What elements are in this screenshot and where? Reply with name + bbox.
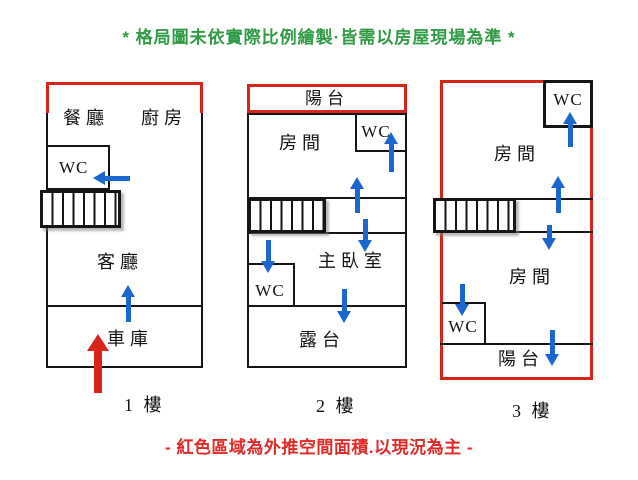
- room-label-balcony: 陽台: [305, 88, 349, 108]
- wc-door-arrow-icon: [93, 171, 130, 185]
- disclaimer-note: * 格局圖未依實際比例繪製·皆需以房屋現場為準 *: [122, 28, 516, 47]
- room-label-living: 客廳: [97, 252, 143, 272]
- staircase-icon: [248, 198, 326, 233]
- staircase-icon: [40, 190, 121, 228]
- garage-to-living-arrow-icon: [121, 285, 135, 322]
- floor-label-2f: 2 樓: [316, 396, 357, 416]
- room-label-bedroom-lower: 房間: [509, 267, 555, 287]
- floorplan-1f: 餐廳 廚房 WC 客廳 車庫: [40, 82, 203, 368]
- landing-wall-lower: [247, 232, 407, 234]
- room-label-balcony: 陽台: [498, 349, 544, 369]
- floor-label-1f: 1 樓: [124, 395, 165, 415]
- stairs-down-arrow-icon: [358, 219, 372, 252]
- exterior-wall: [247, 113, 407, 368]
- wc-lower-door-arrow-icon: [455, 284, 469, 316]
- room-label-wc-upper: WC: [553, 90, 583, 109]
- room-label-dining: 餐廳: [63, 108, 109, 128]
- room-label-wc: WC: [59, 157, 89, 177]
- extension-area-outline: [46, 82, 203, 113]
- landing-wall-upper: [247, 197, 407, 199]
- room-label-kitchen: 廚房: [141, 108, 187, 128]
- balcony-door-arrow-icon: [545, 330, 559, 366]
- balcony-partition-wall: [440, 343, 593, 345]
- stairs-up-arrow-icon: [350, 177, 364, 213]
- stairs-down-arrow-icon: [542, 225, 556, 250]
- room-label-bedroom: 房間: [279, 133, 325, 153]
- room-label-wc-lower: WC: [448, 316, 478, 336]
- room-label-bedroom-upper: 房間: [494, 144, 540, 164]
- room-label-wc-upper: WC: [361, 121, 391, 141]
- garage-partition-wall: [46, 305, 203, 307]
- room-label-wc-lower: WC: [255, 281, 285, 300]
- extension-note: - 紅色區域為外推空間面積.以現況為主 -: [165, 438, 473, 457]
- terrace-door-arrow-icon: [337, 289, 351, 323]
- terrace-partition-wall: [247, 305, 407, 307]
- wc-upper-door-arrow-icon: [384, 132, 398, 172]
- room-label-master: 主臥室: [318, 251, 387, 271]
- wc-upper-room: WC: [355, 113, 407, 152]
- wc-lower-door-arrow-icon: [261, 240, 275, 273]
- room-label-garage: 車庫: [107, 329, 153, 349]
- landing-wall-lower: [510, 231, 593, 233]
- balcony-extension-area: 陽台: [247, 84, 407, 113]
- staircase-icon: [433, 198, 516, 233]
- room-label-terrace: 露台: [299, 330, 345, 350]
- entrance-arrow-icon: [87, 334, 109, 393]
- wc-upper-door-arrow-icon: [563, 112, 577, 147]
- floorplan-2f: 陽台 WC 房間 WC 主臥室 露台: [247, 84, 407, 368]
- wc-room: WC: [46, 145, 110, 190]
- stairs-up-arrow-icon: [551, 176, 565, 213]
- landing-wall-upper: [510, 198, 593, 200]
- floor-label-3f: 3 樓: [512, 401, 553, 421]
